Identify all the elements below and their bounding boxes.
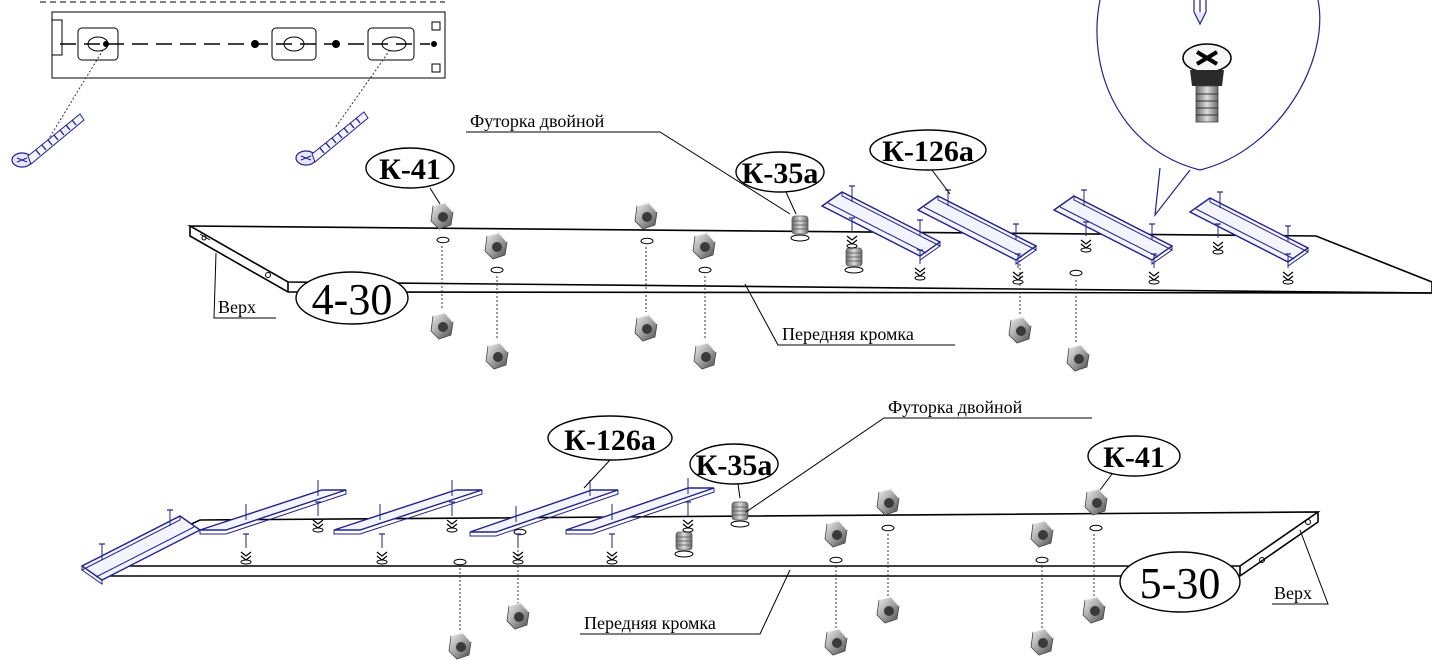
cam-fitting-icon — [506, 602, 530, 630]
screw-icon — [312, 501, 324, 533]
callout-k35a-bottom: К-35а — [696, 449, 773, 482]
callout-k41-top: К-41 — [379, 153, 441, 186]
rail-k126a — [565, 478, 715, 535]
screwdriver-icon — [1193, 0, 1207, 26]
cam-fitting-icon — [484, 232, 508, 260]
cam-fitting-icon — [1030, 628, 1054, 656]
rail-k126a — [199, 480, 347, 535]
label-verh-top: Верх — [218, 297, 256, 317]
cam-fitting-icon — [1084, 488, 1108, 516]
label-futorka-bottom: Футорка двойной — [888, 397, 1023, 417]
cam-fitting-icon — [430, 202, 454, 230]
panel-id-oval-top — [295, 271, 409, 325]
wood-screw-icon — [11, 113, 85, 168]
cam-fitting-icon — [634, 202, 658, 230]
rail-k126a — [1189, 191, 1309, 267]
cam-fitting-icon — [430, 312, 454, 340]
cam-fitting-icon — [876, 488, 900, 516]
callout-k41-bottom: К-41 — [1103, 441, 1165, 474]
label-front-edge-top: Передняя кромка — [782, 324, 914, 344]
cam-fitting-icon — [1082, 596, 1106, 624]
threaded-insert-icon — [844, 247, 864, 274]
panel-id-oval-bottom — [1119, 551, 1241, 613]
magnifier-detail — [1096, 0, 1321, 218]
callout-k35a-top: К-35а — [742, 157, 819, 190]
cam-fitting-icon — [693, 342, 717, 370]
panel-id-top: 4-30 — [312, 275, 393, 324]
inset-rail-detail — [11, 1, 446, 168]
cam-fitting-icon — [634, 314, 658, 342]
callout-oval-k41-top — [365, 147, 455, 189]
cam-fitting-icon — [448, 632, 472, 660]
callout-k126a-top: К-126а — [882, 135, 974, 168]
cam-fitting-icon — [824, 520, 848, 548]
callout-oval-k126a-top — [869, 129, 987, 171]
rail-k126a — [917, 189, 1037, 265]
callout-oval-k41-bottom — [1087, 435, 1181, 477]
threaded-insert-icon — [674, 531, 694, 558]
inset-slot-middle — [251, 27, 340, 61]
cam-fitting-icon — [824, 628, 848, 656]
screw-icon — [446, 501, 458, 533]
wood-screw-icon — [295, 111, 369, 166]
threaded-insert-icon — [730, 501, 750, 528]
cam-fitting-icon — [485, 342, 509, 370]
panel-id-bottom: 5-30 — [1140, 559, 1221, 608]
label-futorka-top: Футорка двойной — [470, 111, 605, 131]
screw-icon — [240, 533, 252, 565]
cam-fitting-icon — [1066, 344, 1090, 372]
label-verh-bottom: Верх — [1274, 583, 1312, 603]
panel-5-30: Верх 5-30 Передняя кромка — [81, 397, 1329, 660]
inset-slot-right — [367, 27, 437, 61]
screw-icon — [606, 533, 618, 565]
callout-oval-k35a-bottom — [689, 443, 779, 485]
screw-icon — [376, 533, 388, 565]
rail-k126a — [1053, 189, 1173, 265]
cam-fitting-icon — [1030, 520, 1054, 548]
cam-fitting-icon — [876, 596, 900, 624]
rail-k126a — [821, 185, 941, 261]
callout-oval-k35a-top — [735, 151, 825, 193]
inset-slot-left — [77, 27, 119, 61]
panel-4-30: Верх 4-30 Передняя кромка — [186, 111, 1432, 372]
screw-icon — [512, 533, 524, 565]
threaded-insert-icon — [790, 215, 810, 242]
rail-k126a — [333, 480, 483, 535]
rail-k126a — [469, 480, 619, 537]
cam-fitting-icon — [692, 232, 716, 260]
cam-fitting-icon — [1008, 316, 1032, 344]
label-front-edge-bottom: Передняя кромка — [584, 613, 716, 633]
machine-screw-icon — [1182, 43, 1232, 123]
callout-k126a-bottom: К-126а — [564, 424, 656, 457]
